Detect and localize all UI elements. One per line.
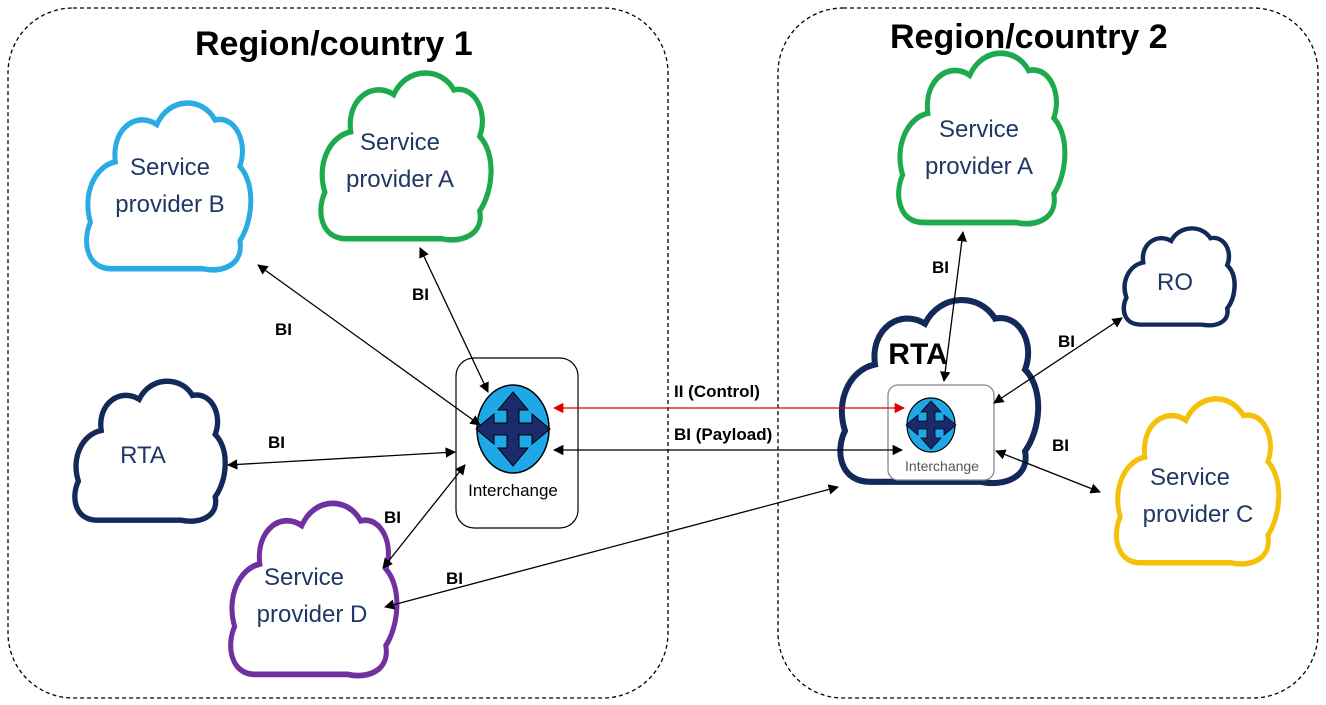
region-2-box [777,7,1319,699]
service-provider-d-line1: Service [264,564,344,591]
arrow-c-interchange2 [995,449,1101,494]
service-provider-a-region1-line1: Service [360,129,440,156]
arrow-b-interchange [257,264,481,426]
bi-label-b: BI [275,320,292,339]
region-1-title: Region/country 1 [195,25,473,63]
cloud-service-provider-b [87,103,251,270]
bi-label-d-rta2: BI [446,569,463,588]
service-provider-a-region1-line2: provider A [346,166,454,193]
arrow-ro-interchange2 [993,317,1123,404]
ro-label: RO [1157,269,1193,296]
control-label: II (Control) [674,382,760,401]
bi-label-ro: BI [1058,332,1075,351]
cloud-service-provider-a-region1 [321,73,491,240]
interchange-region1-label: Interchange [468,481,558,500]
interchange-region2-icon [905,397,957,453]
service-provider-b-line2: provider B [115,191,224,218]
interchange-region2-label: Interchange [905,458,979,474]
payload-label: BI (Payload) [674,425,772,444]
arrow-a2-interchange2 [940,230,967,383]
rta-region1-label: RTA [120,442,166,469]
service-provider-c-line2: provider C [1143,501,1254,528]
bi-label-c: BI [1052,436,1069,455]
bi-label-a2: BI [932,258,949,277]
arrow-d-rta2 [383,484,840,610]
rta-region2-label: RTA [888,338,947,371]
service-provider-c-line1: Service [1150,464,1230,491]
service-provider-b-line1: Service [130,154,210,181]
region-2-title: Region/country 2 [890,18,1168,56]
service-provider-d-line2: provider D [257,601,368,628]
arrow-rta-interchange [226,447,457,470]
bi-label-rta: BI [268,433,285,452]
interchange-region1-icon [475,384,551,474]
arrow-a-interchange [419,247,489,393]
region-1-box [7,7,669,699]
bi-label-a: BI [412,285,429,304]
service-provider-a-region2-line2: provider A [925,153,1033,180]
service-provider-a-region2-line1: Service [939,116,1019,143]
bi-label-d: BI [384,508,401,527]
